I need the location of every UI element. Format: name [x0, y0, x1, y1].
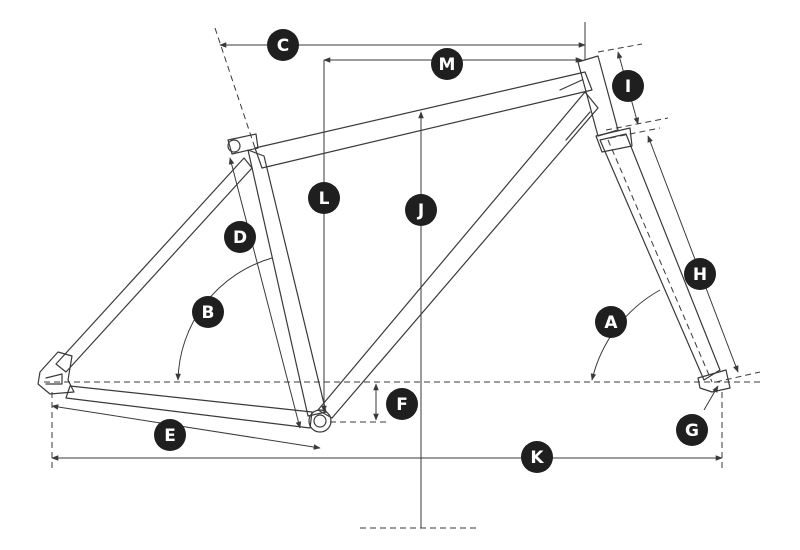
badge-d-label: D	[233, 228, 247, 248]
head-tube-gusset	[559, 79, 591, 141]
badge-b-label: B	[202, 303, 215, 323]
badge-k: K	[521, 441, 553, 473]
down-tube	[317, 91, 599, 419]
badge-c: C	[267, 29, 299, 61]
badge-e-label: E	[164, 426, 176, 446]
badge-f: F	[386, 388, 418, 420]
bike-frame	[37, 55, 731, 433]
badge-i: I	[612, 70, 644, 102]
dimension-h-line	[647, 135, 739, 373]
badge-l-circle	[308, 182, 340, 214]
badge-j-circle	[405, 194, 437, 226]
fork-dropout	[697, 369, 731, 393]
dimension-i-bottom	[605, 117, 669, 131]
seat-clamp-bolt	[227, 139, 241, 153]
bottom-bracket-inner	[313, 414, 327, 428]
dimension-e-line	[51, 404, 321, 450]
fork-blade	[599, 133, 721, 381]
badge-d-circle	[224, 221, 256, 253]
top-tube	[254, 71, 593, 169]
badge-e-circle	[154, 419, 186, 451]
badge-d: D	[224, 221, 256, 253]
badge-a-circle	[595, 306, 627, 338]
rear-dropout	[37, 351, 75, 395]
dimension-d-line	[228, 157, 302, 429]
dimension-h-bottom	[715, 371, 761, 383]
steering-axis-line	[607, 139, 713, 383]
dimension-h-top	[609, 127, 661, 139]
badge-i-circle	[612, 70, 644, 102]
badge-k-circle	[521, 441, 553, 473]
badge-a-label: A	[604, 313, 618, 333]
seat-clamp	[227, 133, 259, 155]
badge-b: B	[192, 296, 224, 328]
badge-h-label: H	[693, 265, 707, 285]
badge-m: M	[431, 48, 463, 80]
badge-c-circle	[267, 29, 299, 61]
dimension-i-top	[597, 43, 643, 53]
badge-k-label: K	[530, 448, 544, 468]
dimension-b-arc	[175, 257, 273, 381]
rear-dropout-slot	[45, 373, 63, 385]
fork-crown	[595, 127, 633, 153]
badge-j-label: J	[417, 201, 424, 221]
badge-h-circle	[684, 258, 716, 290]
head-tube	[577, 55, 619, 137]
badge-l-label: L	[319, 189, 330, 209]
badge-e: E	[154, 419, 186, 451]
badge-c-label: C	[277, 36, 289, 56]
badge-b-circle	[192, 296, 224, 328]
chain-stay	[65, 385, 313, 429]
badge-g-label: G	[685, 421, 699, 441]
seat-tube-extension-line	[214, 27, 256, 149]
badge-a: A	[595, 306, 627, 338]
badge-j: J	[405, 194, 437, 226]
badge-f-circle	[386, 388, 418, 420]
badge-m-label: M	[439, 55, 456, 75]
badge-g: G	[676, 414, 708, 446]
badge-l: L	[308, 182, 340, 214]
badge-h: H	[684, 258, 716, 290]
badge-f-label: F	[396, 395, 408, 415]
badge-g-circle	[676, 414, 708, 446]
seat-stay	[55, 157, 253, 373]
dimension-g-pointer	[703, 385, 719, 411]
badge-i-label: I	[625, 77, 631, 97]
dimension-lines	[44, 22, 761, 529]
badge-m-circle	[431, 48, 463, 80]
